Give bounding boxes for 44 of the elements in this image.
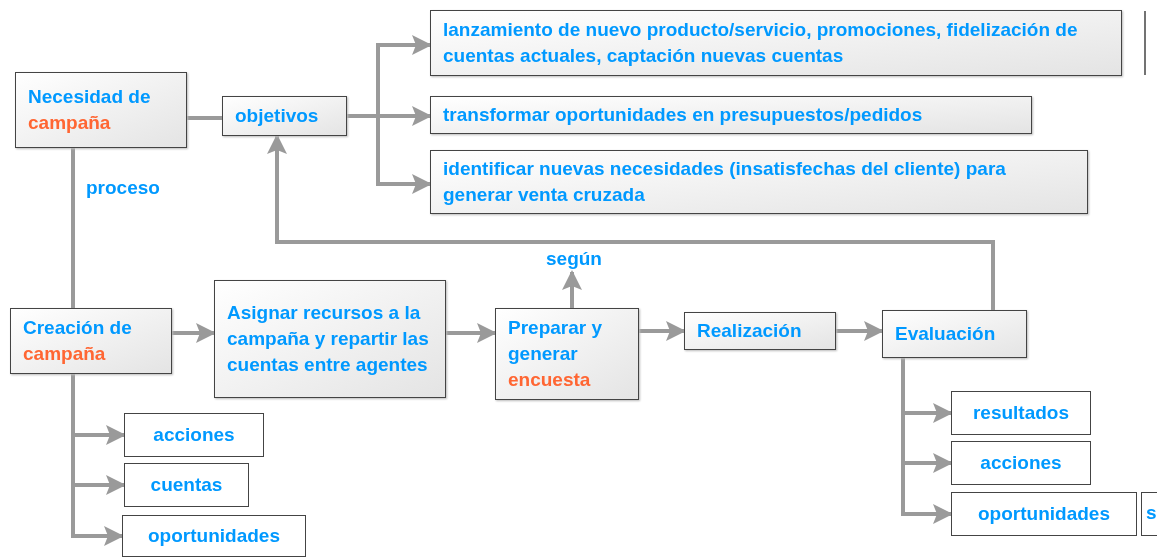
node-text: Realización [697, 319, 802, 343]
node-text: según [546, 247, 602, 271]
node-text: Creación de campaña [23, 316, 133, 366]
term-box [124, 413, 264, 457]
term-box [124, 463, 249, 507]
node-text: transformar oportunidades en presupuestos/pedidos [443, 103, 923, 127]
node-text: resultados [972, 401, 1070, 425]
connector-line [187, 116, 222, 120]
node-text: oportunidades [978, 502, 1110, 526]
arrow [347, 114, 432, 194]
arrow [446, 323, 497, 343]
arrow [836, 321, 884, 341]
arrow [267, 134, 995, 310]
process-box [684, 312, 836, 350]
partial-box-text: s [1141, 492, 1157, 536]
term-box [122, 515, 306, 557]
node-text: Asignar recursos a la campaña y repartir las cuentas entre agentes [227, 301, 430, 377]
node-text: cuentas [150, 473, 223, 497]
node-text: oportunidades [148, 524, 280, 548]
node-text: acciones [980, 451, 1062, 475]
arrow [172, 323, 216, 343]
arrow [901, 358, 953, 524]
process-box [430, 10, 1122, 76]
arrow [562, 270, 582, 308]
process-box [214, 280, 446, 398]
process-box [495, 308, 639, 400]
connector-line [71, 148, 75, 308]
process-box [10, 308, 172, 374]
node-text: acciones [153, 423, 235, 447]
arrow [639, 321, 686, 341]
term-box [951, 492, 1137, 536]
term-box [951, 391, 1091, 435]
process-box [222, 96, 347, 136]
node-text: Evaluación [895, 322, 996, 346]
node-text: identificar nuevas necesidades (insatisfechas del cliente) para generar venta cruzada [443, 157, 1007, 207]
term-box [951, 441, 1091, 485]
node-text: objetivos [235, 104, 319, 128]
node-text: lanzamiento de nuevo producto/servicio, promociones, fidelización de cuentas actuales, captación nuevas cuentas [443, 18, 1079, 68]
process-box [15, 72, 187, 148]
process-box [882, 310, 1027, 358]
process-box [430, 96, 1032, 134]
node-text: Necesidad de campaña [28, 85, 152, 135]
process-box [430, 150, 1088, 214]
node-text: Preparar y generar encuesta [508, 316, 603, 392]
